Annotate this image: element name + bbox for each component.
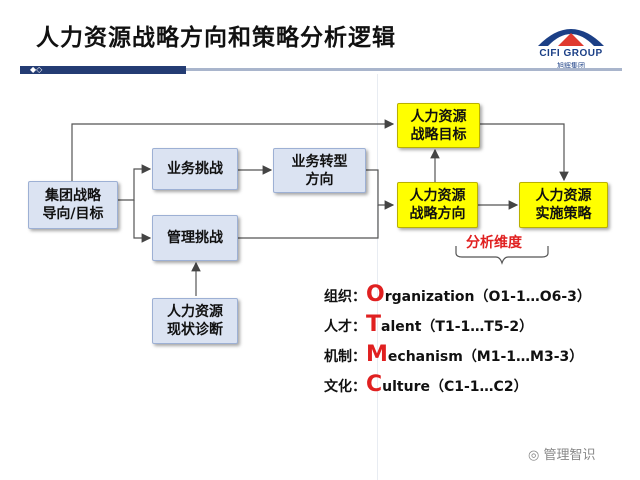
header-bar-dark [20,66,186,74]
header-bar-light [186,68,622,71]
analysis-dimension-label: 分析维度 [466,235,522,251]
dimension-mechanism: 机制：Mechanism（M1-1…M3-3） [324,342,583,367]
dimension-initial: C [366,372,383,397]
dimension-initial: T [366,312,382,337]
dimension-label: 机制： [324,349,366,365]
dimension-initial: O [366,282,385,307]
dimension-code: （T1-1…T5-2） [421,319,534,335]
watermark: ◎ 管理智识 [528,444,596,463]
dimension-word: ulture [382,379,430,395]
node-business-transformation: 业务转型方向 [273,148,366,193]
dimension-code: （O1-1…O6-3） [474,289,591,305]
dimension-label: 人才： [324,319,366,335]
dimension-label: 文化： [324,379,366,395]
dimension-word: alent [381,319,422,335]
dimension-initial: M [366,342,388,367]
logo-subtitle: 旭辉集团 [557,62,585,70]
node-hr-diagnosis: 人力资源现状诊断 [152,298,238,344]
node-hr-implementation-policy: 人力资源实施策略 [519,182,608,228]
page-title: 人力资源战略方向和策略分析逻辑 [36,25,396,51]
dimension-label: 组织： [324,289,366,305]
dimension-culture: 文化：Culture（C1-1…C2） [324,372,528,397]
watermark-text: 管理智识 [543,448,596,463]
dimension-code: （M1-1…M3-3） [462,349,584,365]
node-management-challenge: 管理挑战 [152,215,238,261]
logo-mountain-icon [538,29,604,46]
divider-line [377,74,378,480]
header-dots-icon: ◆◇ [30,65,43,74]
dimension-code: （C1-1…C2） [429,379,528,395]
node-hr-strategic-direction: 人力资源战略方向 [397,182,478,228]
dimension-word: echanism [387,349,463,365]
logo-name: CIFI GROUP [539,48,603,59]
node-hr-strategic-goal: 人力资源战略目标 [397,103,480,148]
dimension-word: rganization [384,289,475,305]
node-group-strategy: 集团战略导向/目标 [28,181,118,229]
company-logo: CIFI GROUP 旭辉集团 [528,18,614,74]
dimension-talent: 人才：Talent（T1-1…T5-2） [324,312,533,337]
wechat-icon: ◎ [528,448,544,463]
node-business-challenge: 业务挑战 [152,148,238,190]
dimension-organization: 组织：Organization（O1-1…O6-3） [324,282,591,307]
